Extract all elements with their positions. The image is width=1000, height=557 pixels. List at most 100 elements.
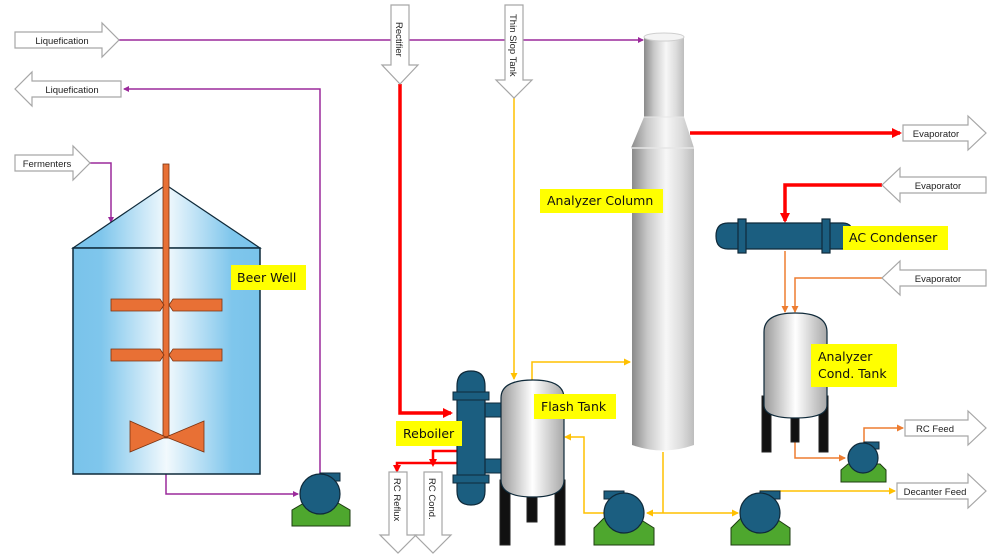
- column-top-opening: [643, 32, 685, 42]
- connector-arrow-shape: [14, 21, 120, 59]
- reboiler[interactable]: [452, 370, 503, 506]
- ac-condenser[interactable]: [715, 218, 854, 254]
- rectifier-steam-line: [398, 84, 453, 418]
- label-background: [540, 189, 663, 213]
- label-flash-tank: Flash Tank: [534, 394, 616, 419]
- beer-well-pump[interactable]: [291, 472, 351, 527]
- connector-arrow-shape: [413, 471, 453, 554]
- agitator-impeller: [129, 420, 168, 453]
- reboiler-shell: [456, 370, 486, 506]
- rc-feed-line: [863, 424, 904, 443]
- agitator-paddle-right-lower: [168, 348, 223, 362]
- label-background: [396, 421, 462, 446]
- decanter-feed-pump[interactable]: [730, 490, 791, 546]
- label-text: Flash Tank: [541, 399, 607, 414]
- label-background: [811, 344, 897, 387]
- analyzer-column[interactable]: [631, 32, 694, 451]
- connector-rectifier-in[interactable]: Rectifier: [380, 4, 420, 85]
- connector-evaporator-in-2[interactable]: Evaporator: [881, 259, 987, 297]
- connector-arrow-shape: [896, 472, 987, 510]
- connector-arrow-shape: [902, 114, 987, 152]
- connector-label: Fermenters: [23, 159, 72, 170]
- label-background: [534, 394, 616, 419]
- label-text: Analyzer Column: [547, 193, 653, 208]
- evaporator-to-cond-tank-line: [791, 277, 882, 313]
- connector-label: Evaporator: [915, 274, 961, 285]
- flash-pump-recycle-line: [564, 433, 605, 514]
- connector-label: Evaporator: [913, 129, 959, 140]
- connector-label: RC Cond.: [426, 478, 437, 520]
- connector-label: RC Feed: [916, 424, 954, 435]
- connector-arrow-shape: [14, 144, 91, 182]
- pump-casing: [299, 473, 341, 515]
- rc-reflux-line: [393, 461, 460, 473]
- connector-liquefication-in[interactable]: Liquefication: [14, 21, 120, 59]
- connector-liquefication-out[interactable]: Liquefication: [14, 70, 122, 108]
- connector-label: Evaporator: [915, 181, 961, 192]
- connector-label: Rectifier: [393, 22, 404, 57]
- reboiler-nozzle-upper: [483, 402, 503, 418]
- connector-evaporator-in-1[interactable]: Evaporator: [881, 166, 987, 204]
- label-text: Beer Well: [237, 270, 296, 285]
- connector-rc-reflux-out[interactable]: RC Reflux: [378, 471, 418, 554]
- connector-arrow-shape: [378, 471, 418, 554]
- analyzer-cond-tank[interactable]: [761, 312, 829, 453]
- condenser-flange-left: [737, 218, 747, 254]
- agitator-impeller-right: [164, 420, 205, 453]
- reboiler-flange-top: [452, 391, 490, 401]
- column-top-section: [644, 37, 684, 117]
- evaporator-to-condenser-line: [780, 183, 882, 223]
- flash-vapor-to-column-line: [531, 358, 631, 381]
- label-ac-condenser: AC Condenser: [843, 226, 948, 250]
- label-text: AC Condenser: [849, 230, 938, 245]
- fermenters-feed-line: [90, 162, 114, 223]
- pump-casing: [847, 442, 879, 474]
- agitator-paddle-left-upper: [110, 298, 165, 312]
- label-text-line1: Analyzer: [818, 349, 873, 364]
- beer-well-tank[interactable]: [71, 163, 262, 475]
- condenser-flange-right: [821, 218, 831, 254]
- label-background: [231, 265, 306, 290]
- rc-cond-line: [429, 449, 460, 467]
- connector-label: Thin Slop Tank: [507, 14, 518, 77]
- connector-decanter-feed-out[interactable]: Decanter Feed: [896, 472, 987, 510]
- reboiler-nozzle-lower: [483, 458, 503, 474]
- label-reboiler: Reboiler: [396, 421, 462, 446]
- label-analyzer-cond-tank: Analyzer Cond. Tank: [811, 344, 897, 387]
- connector-arrow-shape: [904, 409, 987, 447]
- connector-arrow-shape: [881, 259, 987, 297]
- connector-label: RC Reflux: [391, 478, 402, 522]
- connector-arrow-shape: [494, 4, 534, 99]
- label-text: Reboiler: [403, 426, 455, 441]
- connector-label: Decanter Feed: [904, 487, 967, 498]
- agitator-paddle-right-upper: [168, 298, 223, 312]
- connector-label: Liquefication: [45, 85, 98, 96]
- connector-rc-feed-out[interactable]: RC Feed: [904, 409, 987, 447]
- connector-arrow-shape: [380, 4, 420, 85]
- connector-arrow-shape: [14, 70, 122, 108]
- pump-casing: [603, 492, 645, 534]
- agitator-shaft: [162, 163, 170, 439]
- connector-arrow-shape: [881, 166, 987, 204]
- flash-recycle-pump[interactable]: [593, 490, 655, 546]
- cond-tank-body: [763, 312, 828, 419]
- connector-fermenters-in[interactable]: Fermenters: [14, 144, 91, 182]
- column-main-section: [632, 148, 694, 451]
- reboiler-flange-bottom: [452, 474, 490, 484]
- pump-casing: [739, 492, 781, 534]
- agitator-paddle-left-lower: [110, 348, 165, 362]
- connector-evaporator-out[interactable]: Evaporator: [902, 114, 987, 152]
- column-cone: [631, 117, 694, 148]
- label-analyzer-column: Analyzer Column: [540, 189, 663, 213]
- connector-rc-cond-out[interactable]: RC Cond.: [413, 471, 453, 554]
- connector-thin-slop-tank-in[interactable]: Thin Slop Tank: [494, 4, 534, 99]
- rc-feed-pump[interactable]: [840, 441, 887, 483]
- label-beer-well: Beer Well: [231, 265, 306, 290]
- connector-label: Liquefication: [35, 36, 88, 47]
- condenser-shell: [715, 222, 854, 250]
- beer-well-to-pump-line: [165, 474, 299, 497]
- label-background: [843, 226, 948, 250]
- label-text-line2: Cond. Tank: [818, 366, 887, 381]
- liquefication-return-line: [123, 86, 321, 478]
